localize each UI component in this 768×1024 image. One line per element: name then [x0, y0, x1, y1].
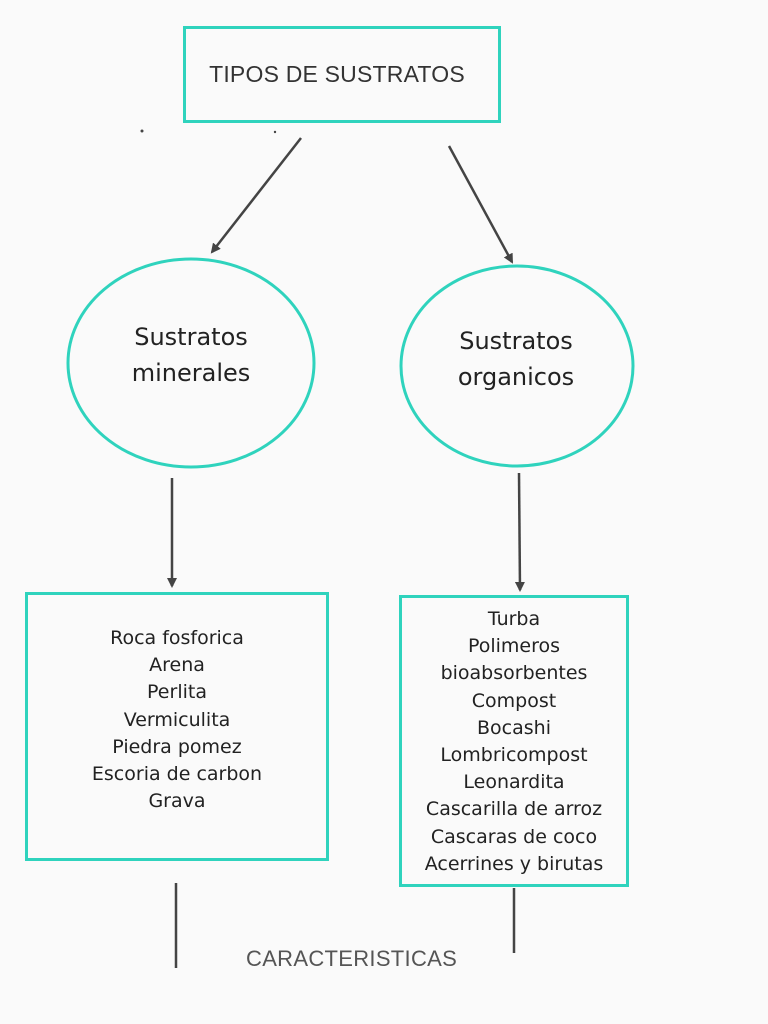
list-item: Escoria de carbon	[91, 763, 263, 786]
arrow-title-to-organicos	[447, 145, 514, 264]
list-item: Arena	[149, 654, 205, 677]
list-item: Turba	[487, 608, 541, 630]
list-item: Compost	[471, 689, 557, 712]
list-item: Perlita	[147, 681, 207, 704]
list-item: Roca fosforica	[110, 627, 244, 649]
title-box: TIPOS DE SUSTRATOS	[183, 26, 501, 123]
list-item: Acerrines y birutas	[424, 852, 604, 875]
node-organicos-ellipse	[399, 264, 635, 468]
stray-dot	[273, 130, 277, 134]
node-minerales-label: Sustratos minerales	[101, 319, 281, 391]
list-item: Leonardita	[463, 771, 565, 794]
node-minerales-ellipse	[66, 257, 316, 469]
node-minerales-line1: Sustratos	[134, 323, 248, 351]
list-item: Piedra pomez	[112, 735, 242, 758]
node-organicos-label: Sustratos organicos	[426, 323, 606, 395]
node-organicos-line2: organicos	[457, 363, 575, 391]
list-item: Cascarilla de arroz	[425, 798, 603, 821]
list-item: Vermiculita	[123, 708, 231, 731]
node-organicos-line1: Sustratos	[459, 327, 573, 355]
organicos-list-box: Turba Polimeros bioabsorbentes Compost B…	[399, 595, 629, 887]
minerales-list-box: Roca fosforica Arena Perlita Vermiculita…	[25, 592, 329, 861]
stray-dot	[140, 129, 144, 133]
node-minerales-line2: minerales	[131, 359, 251, 387]
list-item: Cascaras de coco	[430, 825, 598, 848]
list-item: Polimeros	[467, 635, 561, 658]
arrow-organicos-to-list	[514, 472, 525, 592]
list-item: bioabsorbentes	[440, 662, 588, 685]
list-item: Lombricompost	[440, 744, 588, 767]
arrow-title-to-minerales	[210, 137, 302, 254]
list-item: Bocashi	[477, 716, 551, 739]
caracteristicas-label: CARACTERISTICAS	[246, 946, 458, 971]
diagram-title: TIPOS DE SUSTRATOS	[209, 61, 465, 87]
list-item: Grava	[148, 790, 206, 813]
